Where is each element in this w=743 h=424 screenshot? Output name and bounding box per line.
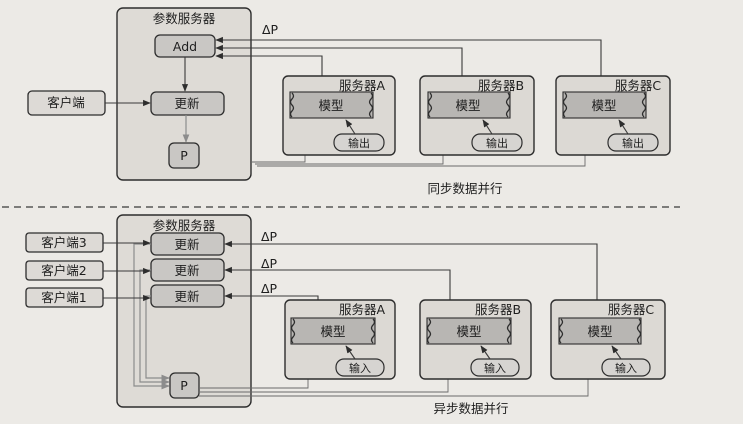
async-server-b-model-box [426,317,512,345]
async-section: 参数服务器 更新 更新 更新 P 客户端3 客户端2 客户端1 ΔP ΔP ΔP [25,214,666,416]
sync-delta-line-b [215,44,463,76]
async-update-label-3: 更新 [174,237,199,252]
async-p-node [169,372,200,399]
sync-caption: 同步数据并行 [427,181,502,196]
sync-server-b-io-arrow [482,119,493,135]
async-server-b-io: 输入 [484,361,506,375]
sync-update-node [150,91,225,116]
async-delta-line-a [224,292,319,300]
sync-server-b: 服务器B 模型 输出 [419,75,535,156]
sync-server-c: 服务器C 模型 输出 [555,75,671,156]
async-update-label-1: 更新 [174,289,199,304]
async-server-b-io-arrow [480,345,491,360]
sync-server-b-io: 输出 [486,136,508,150]
sync-server-a: 服务器A 模型 输出 [282,75,396,156]
async-server-b-io-box [470,358,520,377]
async-server-a-name: 服务器A [339,302,386,317]
sync-server-a-name: 服务器A [339,78,386,93]
async-delta-label-a: ΔP [261,281,278,296]
async-input-line-c [199,373,589,397]
async-p-label: P [180,378,188,393]
async-client-2-label: 客户端2 [41,263,86,278]
sync-server-c-name: 服务器C [615,78,662,93]
async-server-c-io: 输入 [615,361,637,375]
sync-server-c-model-box [562,91,647,119]
async-server-a-model: 模型 [320,324,345,339]
sync-section: 参数服务器 Add 更新 P 客户端 ΔP 服务器A 模型 输出 [27,7,671,196]
sync-client-label: 客户端 [47,95,85,110]
sync-delta-label: ΔP [262,22,279,37]
sync-param-server-title: 参数服务器 [153,11,216,26]
async-server-c-model-box [558,317,642,345]
async-server-c-io-arrow [611,345,622,360]
sync-server-a-io: 输出 [348,136,370,150]
async-server-a-io-box [335,358,385,377]
sync-add-label: Add [173,39,197,54]
async-server-b-name: 服务器B [475,302,521,317]
async-server-c-name: 服务器C [608,302,655,317]
async-update-label-2: 更新 [174,263,199,278]
sync-server-a-model: 模型 [318,98,343,113]
sync-server-a-io-arrow [345,119,356,135]
async-update-3-to-p [133,243,170,390]
sync-server-c-io-box [607,133,659,152]
async-param-server-title: 参数服务器 [153,218,216,233]
sync-delta-line-c [215,36,602,76]
sync-server-b-io-box [471,133,523,152]
sync-server-a-io-box [333,133,385,152]
async-server-b: 服务器B 模型 输入 [419,299,532,380]
async-server-c-io-box [601,358,651,377]
async-delta-label-c: ΔP [261,229,278,244]
async-client-3-label: 客户端3 [41,235,86,250]
async-server-a-io-arrow [345,345,356,360]
sync-server-a-model-box [289,91,374,119]
sync-server-c-io: 输出 [622,136,644,150]
sync-server-b-model-box [427,91,511,119]
sync-server-c-io-arrow [618,119,629,135]
sync-server-b-model: 模型 [455,98,480,113]
async-server-a-model-box [290,317,376,345]
async-server-b-model: 模型 [456,324,481,339]
sync-p-node [168,142,200,169]
async-server-a: 服务器A 模型 输入 [284,299,396,380]
sync-delta-line-a [215,52,323,76]
sync-server-b-name: 服务器B [478,78,524,93]
async-server-c-model: 模型 [587,324,612,339]
sync-p-label: P [180,148,188,163]
sync-server-c-model: 模型 [591,98,616,113]
async-server-a-io: 输入 [349,361,371,375]
sync-update-label: 更新 [174,96,199,111]
async-delta-label-b: ΔP [261,256,278,271]
async-delta-line-c [224,240,598,300]
async-delta-line-b [224,266,451,300]
async-server-c: 服务器C 模型 输入 [550,299,666,380]
async-client-1-label: 客户端1 [41,290,86,305]
async-caption: 异步数据并行 [433,401,508,416]
